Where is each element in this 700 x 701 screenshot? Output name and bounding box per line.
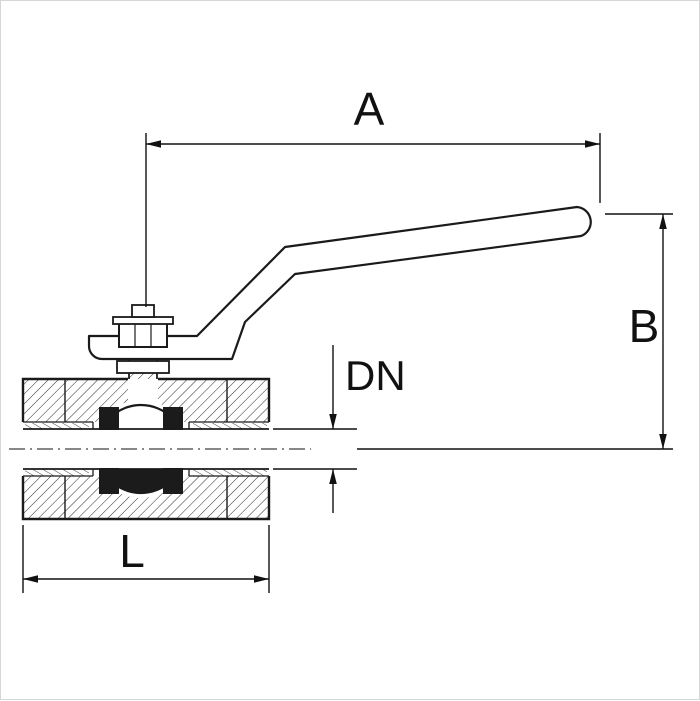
threaded-sockets bbox=[23, 421, 269, 477]
dimension-a bbox=[145, 133, 601, 307]
dim-l-arrow-left bbox=[23, 575, 38, 583]
thread-band bbox=[193, 469, 267, 476]
body-outline bbox=[21, 377, 271, 521]
dim-b-arrow-bottom bbox=[659, 434, 667, 449]
thread-band bbox=[25, 423, 89, 429]
ball-lower-section bbox=[101, 469, 181, 494]
end-cap-joints bbox=[64, 379, 228, 519]
thread-od-lines bbox=[23, 421, 269, 477]
bore-lines bbox=[23, 428, 269, 470]
stem-nut-facets bbox=[134, 323, 152, 347]
dimension-b bbox=[357, 213, 673, 450]
dimension-b-label: B bbox=[629, 300, 660, 352]
stem-top-assembly bbox=[112, 304, 174, 348]
stem-slot bbox=[128, 379, 158, 407]
dimension-dn-label: DN bbox=[345, 352, 406, 399]
handle-lever bbox=[87, 205, 592, 361]
dimension-a-label: A bbox=[354, 83, 385, 135]
thread-end-lines bbox=[92, 422, 190, 476]
stem-washer bbox=[112, 316, 174, 325]
ball-and-seats bbox=[23, 403, 269, 495]
dim-dn-arrow-down bbox=[329, 414, 337, 429]
dim-dn-arrow-up bbox=[329, 469, 337, 484]
dimension-l-label: L bbox=[119, 525, 145, 577]
seat-upper-left bbox=[99, 407, 119, 430]
gland-flange bbox=[116, 360, 170, 374]
seat-upper-right bbox=[163, 407, 183, 430]
thread-band bbox=[193, 423, 267, 429]
dim-l-arrow-right bbox=[254, 575, 269, 583]
dim-a-arrow-left bbox=[146, 140, 161, 148]
dimension-dn bbox=[273, 345, 357, 513]
dimension-l bbox=[22, 525, 270, 593]
stem-nut bbox=[118, 322, 168, 348]
dim-b-arrow-top bbox=[659, 214, 667, 229]
thread-band bbox=[25, 469, 89, 476]
lever-handle bbox=[87, 205, 592, 361]
stem-cap bbox=[131, 304, 155, 318]
dim-a-arrow-right bbox=[585, 140, 600, 148]
